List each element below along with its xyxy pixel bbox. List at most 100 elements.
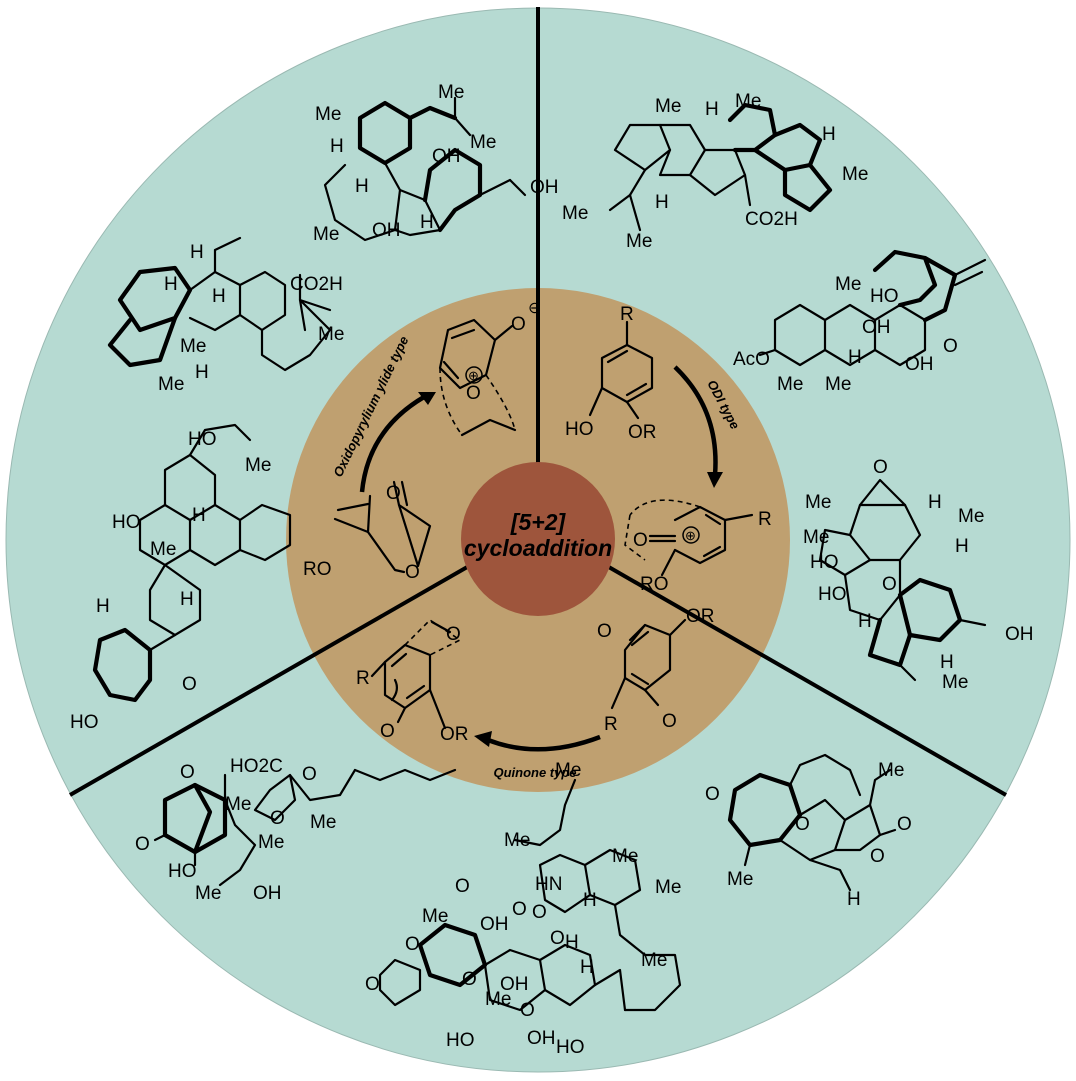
quinone-product-o1: O — [446, 624, 461, 645]
np-tl1-oh2: OH — [530, 177, 559, 198]
np-br-h: H — [847, 889, 861, 910]
np-tl1-h3: H — [420, 212, 434, 233]
oxidopyrylium-product-o1: O — [511, 314, 526, 335]
natural-product-bottom-left: HO2C O O Me O Me Me O HO Me OH O — [135, 756, 457, 904]
np-tr1-me2: Me — [735, 91, 761, 112]
oxidopyrylium-start-o2: O — [405, 562, 420, 583]
odi-product: R O ⊕ RO — [624, 499, 772, 595]
np-bc-me5: Me — [641, 950, 667, 971]
np-tl1-oh3: OH — [372, 220, 401, 241]
np-tl1-oh1: OH — [432, 146, 461, 167]
np-tr1-me5: Me — [626, 231, 652, 252]
np-bc-h1: H — [583, 890, 597, 911]
np-r3-me4: Me — [942, 672, 968, 693]
np-tr2-aco: AcO — [733, 349, 770, 370]
oxidopyrylium-start: O RO O — [303, 480, 432, 583]
odi-start-ho: HO — [565, 419, 594, 440]
quinone-start-o2: O — [662, 711, 677, 732]
np-r3-me2: Me — [958, 506, 984, 527]
np-r3-me3: Me — [803, 527, 829, 548]
np-br-me2: Me — [727, 869, 753, 890]
np-br-o1: O — [705, 784, 720, 805]
quinone-product-or: OR — [440, 724, 469, 745]
np-br-me1: Me — [878, 760, 904, 781]
quinone-product-o2: O — [380, 721, 395, 742]
np-l3-h2: H — [96, 596, 110, 617]
np-bc-me1: Me — [555, 760, 581, 781]
center-label-line2: cycloaddition — [464, 535, 612, 561]
quinone-start: O OR R O — [597, 606, 715, 735]
np-bc-o5: O — [405, 934, 420, 955]
odi-product-plus: ⊕ — [685, 528, 696, 543]
np-bc-ho1: HO — [446, 1030, 475, 1051]
odi-product-o: O — [633, 530, 648, 551]
natural-product-top-left-1: Me Me Me H H OH OH Me OH H — [313, 82, 559, 245]
np-bl-me2: Me — [310, 812, 336, 833]
np-tr2-oh2: OH — [905, 354, 934, 375]
np-tr2-me3: Me — [825, 374, 851, 395]
np-l3-o: O — [182, 674, 197, 695]
np-bc-hn: HN — [535, 874, 562, 895]
np-bc-me2: Me — [504, 830, 530, 851]
np-bl-me3: Me — [258, 832, 284, 853]
np-tr1-h2: H — [822, 124, 836, 145]
np-r3-o1: O — [873, 457, 888, 478]
np-tl2-me3: Me — [318, 324, 344, 345]
quinone-product: O R O OR — [356, 618, 469, 745]
natural-product-top-right-2: Me HO AcO OH O Me Me H OH — [733, 249, 987, 395]
np-bl-me1: Me — [225, 794, 251, 815]
np-bl-o2: O — [302, 764, 317, 785]
np-bc-me8: Me — [485, 989, 511, 1010]
np-bc-h2: H — [565, 932, 579, 953]
np-br-o4: O — [870, 846, 885, 867]
np-br-o2: O — [795, 814, 810, 835]
odi-start: R HO OR — [565, 304, 657, 443]
np-bc-me4: Me — [655, 877, 681, 898]
np-l3-h1: H — [192, 505, 206, 526]
np-r3-ho1: HO — [810, 552, 839, 573]
np-l3-ho1: HO — [188, 429, 217, 450]
np-bl-oh: OH — [253, 883, 282, 904]
np-r3-h2: H — [955, 536, 969, 557]
quinone-type-label: Quinone type — [493, 765, 576, 780]
np-tr2-me2: Me — [777, 374, 803, 395]
np-bl-o3: O — [270, 808, 285, 829]
np-bl-ho2c: HO2C — [230, 756, 283, 777]
center-disc — [461, 462, 615, 616]
np-tr2-h: H — [848, 347, 862, 368]
np-l3-ho3: HO — [70, 712, 99, 733]
np-tr1-me3: Me — [842, 164, 868, 185]
np-bc-oh2: OH — [500, 974, 529, 995]
np-bl-ho: HO — [168, 861, 197, 882]
np-bl-me4: Me — [195, 883, 221, 904]
np-tl2-h3: H — [212, 286, 226, 307]
oxidopyrylium-product-minus: ⊖ — [528, 300, 541, 317]
odi-arrow — [673, 365, 723, 488]
natural-product-left-3: HO Me HO H Me H H O HO — [70, 423, 292, 733]
natural-product-bottom-center: Me Me Me HN Me O H O Me O Me OH O O H H … — [365, 760, 681, 1058]
np-r3-h3: H — [858, 611, 872, 632]
divider-right — [606, 564, 1007, 797]
natural-product-bottom-right: O Me O O O Me H — [705, 753, 912, 910]
np-r3-ho2: HO — [818, 584, 847, 605]
natural-product-right-3: O Me H Me Me HO O H HO OH H H Me — [803, 457, 1034, 693]
np-bl-o4: O — [135, 834, 150, 855]
np-tr2-me1: Me — [835, 274, 861, 295]
np-bc-ho2: HO — [556, 1037, 585, 1058]
np-l3-ho2: HO — [112, 512, 141, 533]
np-tl1-me3: Me — [470, 132, 496, 153]
np-tr1-co2h: CO2H — [745, 209, 798, 230]
np-r3-h4: H — [940, 652, 954, 673]
np-tr1-h3: H — [655, 192, 669, 213]
np-bc-oh1: OH — [480, 914, 509, 935]
np-tr1-h1: H — [705, 99, 719, 120]
oxidopyrylium-product-plus: ⊕ — [468, 368, 479, 383]
np-bl-o1: O — [180, 762, 195, 783]
np-tl1-me2: Me — [438, 82, 464, 103]
quinone-product-r: R — [356, 668, 370, 689]
np-tr1-me4: Me — [562, 203, 588, 224]
np-tl1-h1: H — [330, 136, 344, 157]
np-tl2-h4: H — [195, 362, 209, 383]
np-bc-o7: O — [462, 969, 477, 990]
